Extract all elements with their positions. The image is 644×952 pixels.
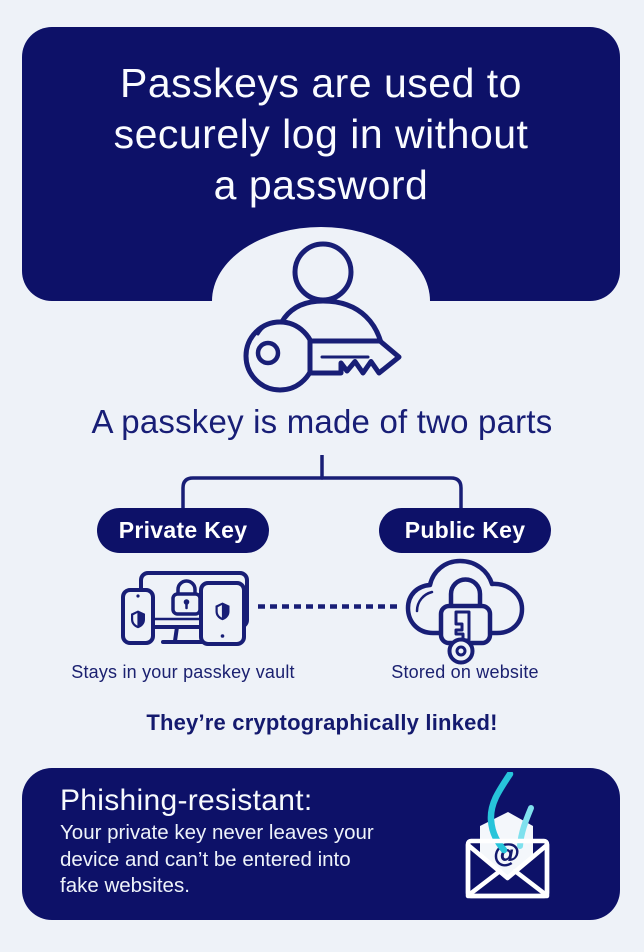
footer-card: Phishing-resistant: Your private key nev… [22, 768, 620, 920]
dashed-link-line [258, 604, 400, 609]
key-highlight [256, 319, 300, 336]
footer-heading: Phishing-resistant: [60, 784, 313, 817]
footer-body: Your private key never leaves your devic… [60, 821, 374, 897]
phishing-email-icon: @ [465, 772, 550, 899]
tablet-home-dot [220, 634, 225, 638]
phone-camera-dot [136, 594, 140, 598]
private-key-label: Private Key [118, 517, 248, 543]
cloud-lock-shackle [448, 577, 483, 609]
cloud-highlight [415, 590, 434, 613]
monitor-stand [173, 625, 205, 643]
fishing-hook-line [487, 772, 514, 854]
header-card: Passkeys are used to securely log in wit… [22, 27, 620, 301]
linked-note: They’re cryptographically linked! [146, 710, 498, 735]
key-hole [255, 340, 281, 366]
section-heading: A passkey is made of two parts [91, 403, 553, 440]
public-key-label: Public Key [404, 517, 526, 543]
cloud-key-shaft [454, 610, 471, 642]
cloud-key-hole [455, 645, 467, 657]
lock-shackle [176, 579, 197, 596]
person-head [292, 241, 354, 303]
tree-connector [181, 455, 463, 509]
person-key-icon [243, 241, 402, 393]
public-key-caption: Stored on website [391, 662, 539, 682]
private-key-caption: Stays in your passkey vault [71, 662, 295, 682]
private-key-pill: Private Key [97, 508, 269, 553]
cloud-lock-icon [405, 558, 525, 665]
envelope-fold-lines [467, 868, 548, 897]
page-title: Passkeys are used to securely log in wit… [113, 60, 529, 208]
envelope-body [465, 838, 550, 899]
devices-vault-icon [121, 571, 249, 646]
public-key-pill: Public Key [379, 508, 551, 553]
